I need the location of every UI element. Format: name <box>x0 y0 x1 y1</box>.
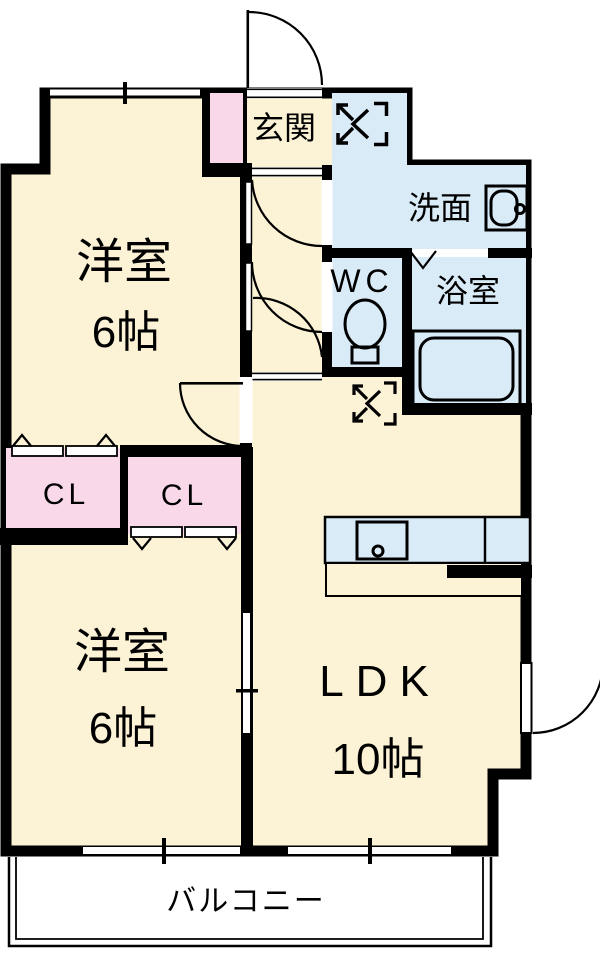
bedroom-top-door-arc <box>178 382 244 448</box>
closet-right-floor <box>124 449 247 534</box>
room-label-closet-right: CL <box>161 479 207 512</box>
kitchen-sink-icon <box>355 517 487 563</box>
wc-door-arc <box>250 261 323 334</box>
folding-door-icon <box>217 537 237 551</box>
closet-doors <box>11 433 237 551</box>
shoe-cabinet <box>206 93 247 167</box>
room-label-ldk: LDK <box>319 657 441 706</box>
room-label-closet-left: CL <box>43 478 89 511</box>
wall-segment <box>243 93 247 165</box>
entrance-door-leaf <box>246 10 250 88</box>
folding-door-panel <box>184 526 237 538</box>
ldk-exterior-door-arc <box>532 678 600 735</box>
bedroom-top-doorway <box>239 377 253 443</box>
toilet-icon <box>343 298 387 365</box>
wall-segment <box>402 248 412 415</box>
washroom-doorway <box>321 180 333 245</box>
room-label-entrance: 玄関 <box>252 110 316 146</box>
wall-segment <box>120 445 128 545</box>
window-mullion-tick <box>162 838 166 864</box>
wall-segment <box>202 88 210 168</box>
room-size-bedroom-top: 6帖 <box>92 308 160 357</box>
wall-openings <box>50 82 533 864</box>
door-leaf <box>244 181 253 245</box>
threshold-line <box>252 167 322 170</box>
threshold-line <box>252 372 322 375</box>
wc-doorway <box>321 262 333 332</box>
room-label-washroom: 洗面 <box>408 190 472 226</box>
bathtub-icon <box>411 329 522 409</box>
room-size-ldk: 10帖 <box>332 735 425 784</box>
kitchen-partition <box>447 565 532 578</box>
fridge-space-icon <box>352 381 397 426</box>
door-leaf <box>244 262 253 332</box>
folding-door-icon <box>12 433 32 447</box>
sliding-door <box>243 613 250 733</box>
window-mullion-tick <box>123 82 127 104</box>
threshold-line <box>247 88 322 91</box>
door-leaf <box>520 662 533 734</box>
window-mullion-tick <box>236 689 258 693</box>
entrance-doorway <box>247 88 322 99</box>
door-arcs <box>178 10 600 735</box>
threshold-line <box>252 378 322 381</box>
window-mullion-tick <box>368 838 372 864</box>
folding-door-panel <box>11 445 64 457</box>
hall-opening <box>252 167 322 177</box>
entrance-door-arc <box>248 10 324 86</box>
washbasin-icon <box>484 184 529 232</box>
ldk-opening <box>252 372 322 381</box>
window-symbol <box>83 847 240 854</box>
bathroom-doorway <box>412 249 488 257</box>
room-label-bathroom: 浴室 <box>436 273 500 309</box>
room-label-bedroom-bottom: 洋室 <box>74 626 170 679</box>
folding-door-panel <box>65 445 118 457</box>
washroom-door-arc <box>250 179 323 248</box>
room-wc-floor <box>327 253 407 372</box>
room-label-wc: WC <box>330 263 393 299</box>
threshold-line <box>252 174 322 177</box>
room-label-bedroom-top: 洋室 <box>76 236 172 289</box>
wall-segment <box>322 248 412 258</box>
labels: 洋室 6帖 玄関 洗面 WC 浴室 CL CL 洋室 6帖 LDK 10帖 バル… <box>43 110 500 918</box>
room-size-bedroom-bottom: 6帖 <box>89 704 157 753</box>
folding-door-icon <box>409 250 437 270</box>
folding-door-icon <box>132 537 152 551</box>
hall-door-arc <box>252 296 324 358</box>
folding-door-icon <box>96 433 116 447</box>
bedroom-top-door-leaf <box>180 382 243 385</box>
folding-door-panel <box>130 526 183 538</box>
washer-space-icon <box>336 101 389 147</box>
wall-segment <box>322 367 412 377</box>
balcony-outline <box>7 857 493 948</box>
room-washroom-floor <box>332 93 526 253</box>
closet-left-floor <box>6 448 124 536</box>
room-label-balcony: バルコニー <box>166 885 325 918</box>
fixtures <box>7 101 532 948</box>
wall-segment <box>0 528 128 545</box>
wall-segment <box>488 248 532 258</box>
wall-segment <box>202 163 252 177</box>
threshold-line <box>247 96 322 99</box>
wall-segment <box>402 403 532 415</box>
wall-segment <box>128 445 247 457</box>
floor-fills <box>6 93 532 565</box>
